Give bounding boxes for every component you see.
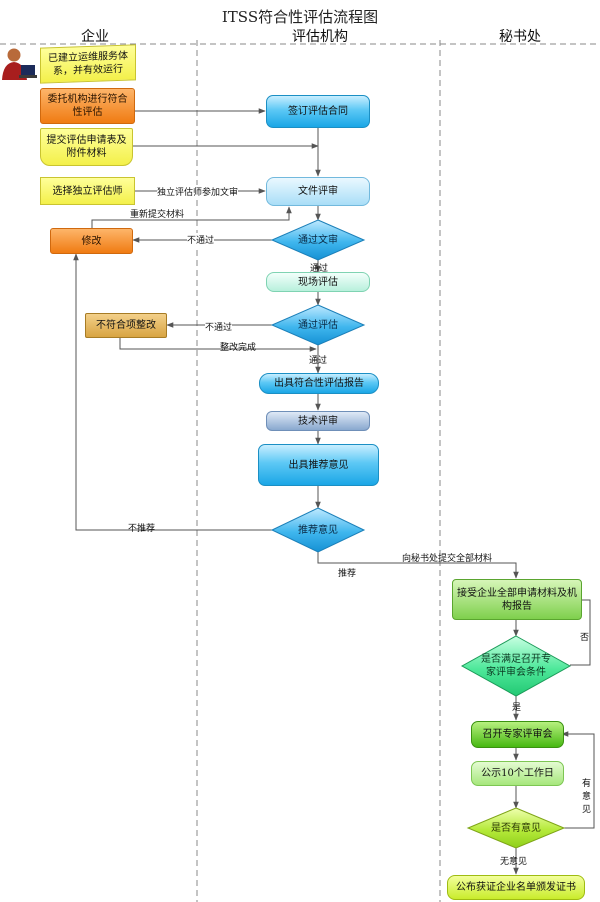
node-recommend: 推荐意见: [298, 524, 338, 536]
edge-label-fail-doc: 不通过: [187, 233, 215, 246]
node-sign-contract: 签订评估合同: [266, 95, 370, 128]
node-nonconformity-fix: 不符合项整改: [85, 313, 167, 338]
node-pass-doc-review: 通过文审: [298, 234, 338, 246]
node-entrust: 委托机构进行符合性评估: [40, 88, 135, 124]
node-tech-review: 技术评审: [266, 411, 370, 431]
edge-label-submit-all: 向秘书处提交全部材料: [402, 554, 493, 564]
node-pass-eval: 通过评估: [298, 319, 338, 331]
edge-label-pass-eval: 通过: [309, 356, 328, 366]
lane-header-agency: 评估机构: [292, 29, 348, 45]
decision-meet-conditions: [460, 635, 572, 697]
node-onsite-eval: 现场评估: [266, 272, 370, 292]
lane-header-secretariat: 秘书处: [499, 29, 541, 45]
node-meet-conditions: 是否满足召开专家评审会条件: [481, 654, 551, 678]
node-doc-review: 文件评审: [266, 177, 370, 206]
edge-label-assessor-joins: 独立评估师参加文审: [157, 185, 239, 198]
node-established: 已建立运维服务体系，并有效运行: [40, 44, 136, 84]
decision-pass-doc-review: [270, 219, 366, 261]
page-title: ITSS符合性评估流程图: [221, 8, 379, 26]
node-issue-recommend: 出具推荐意见: [258, 444, 379, 486]
node-issue-report: 出具符合性评估报告: [259, 373, 379, 394]
decision-any-objection: [466, 807, 566, 849]
node-modify: 修改: [50, 228, 133, 254]
person-icon: [2, 48, 37, 80]
decision-pass-eval: [270, 304, 366, 346]
edge-label-resubmit: 重新提交材料: [130, 210, 185, 220]
edge-label-pass-doc: 通过: [310, 264, 329, 274]
edge-label-no-objection: 无意见: [500, 857, 528, 867]
node-submit-form: 提交评估申请表及附件材料: [40, 128, 133, 166]
node-hold-meeting: 召开专家评审会: [471, 721, 564, 748]
edge-label-recommend: 推荐: [338, 569, 357, 579]
node-choose-assessor: 选择独立评估师: [40, 177, 135, 205]
edge-label-fixed: 整改完成: [220, 343, 257, 353]
decision-recommend: [270, 507, 366, 553]
node-accept-materials: 接受企业全部申请材料及机构报告: [452, 579, 582, 620]
edge-label-fail-eval: 不通过: [205, 320, 233, 333]
edge-label-has-objection: 有意见: [582, 779, 592, 815]
edge-label-yes: 是: [512, 703, 522, 713]
edge-label-no: 否: [580, 633, 590, 643]
lane-header-company: 企业: [81, 29, 109, 45]
edge-label-not-recommend: 不推荐: [128, 524, 156, 534]
node-any-objection: 是否有意见: [491, 822, 541, 834]
node-publicize: 公示10个工作日: [471, 761, 564, 786]
node-publish: 公布获证企业名单颁发证书: [447, 875, 585, 900]
